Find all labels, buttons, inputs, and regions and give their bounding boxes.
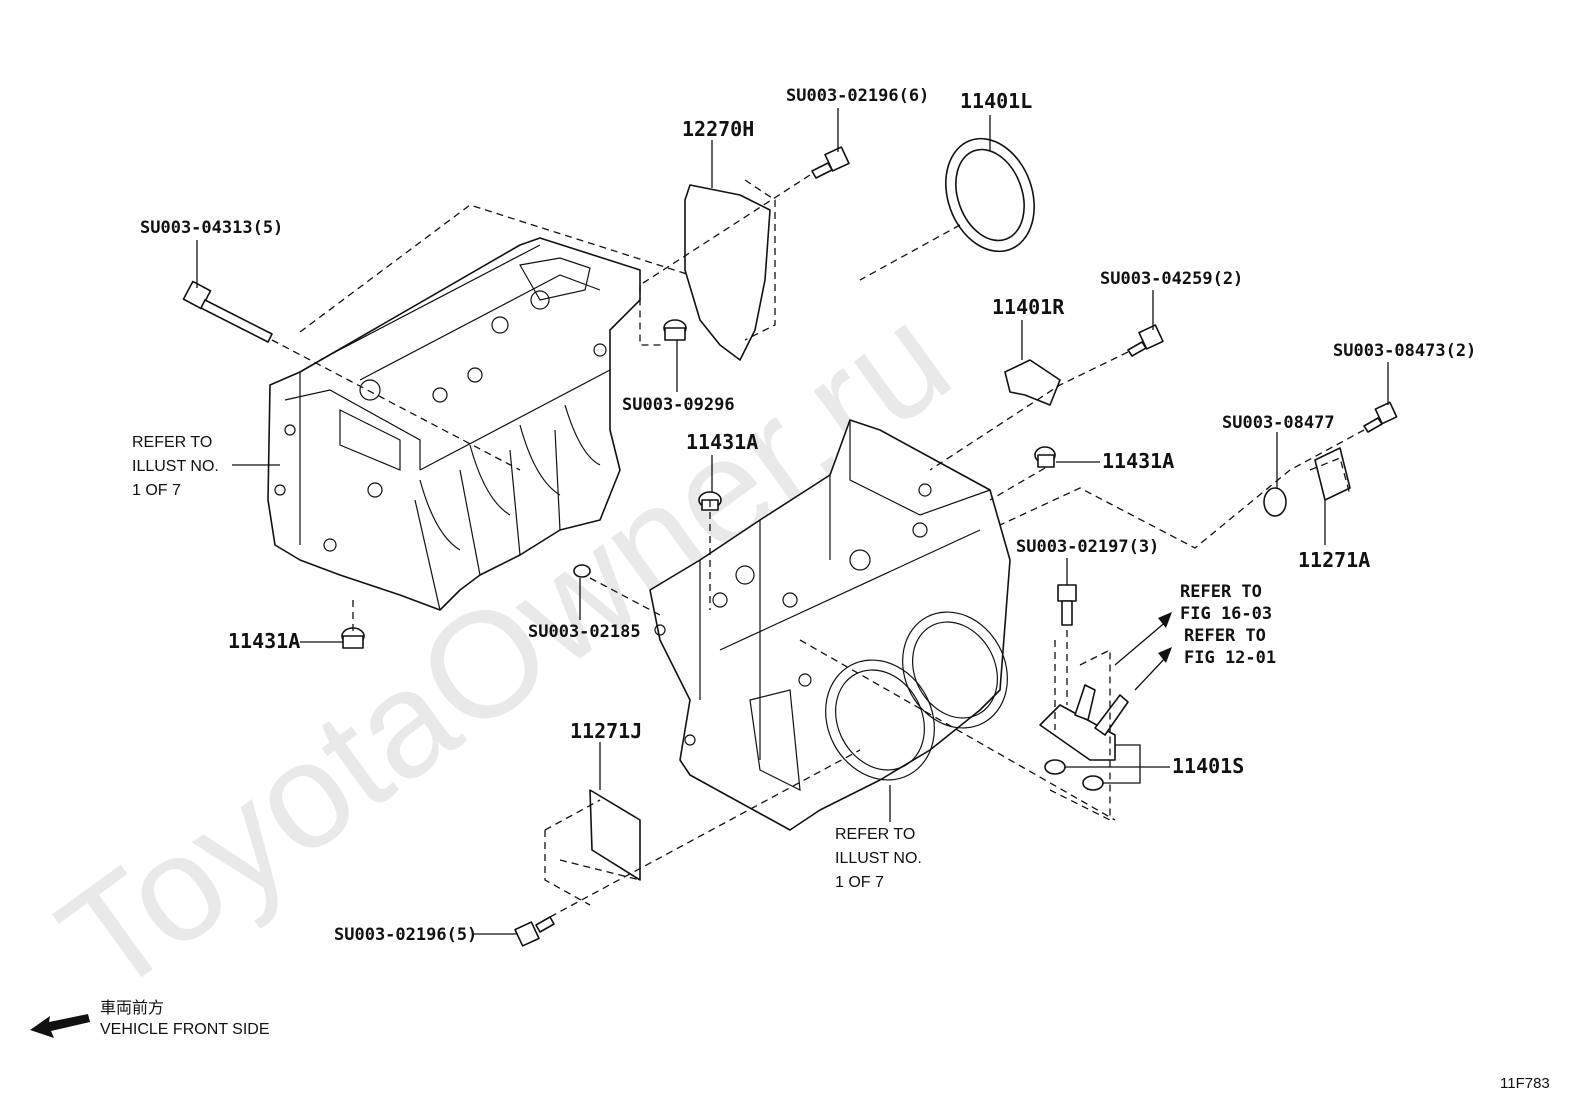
- plug-09296: [663, 319, 687, 341]
- arrow-icon: [1158, 647, 1172, 663]
- label-11401R: 11401R: [992, 295, 1065, 319]
- note-left-refer: REFER TO ILLUST NO. 1 OF 7: [132, 434, 219, 499]
- label-bolt-02197: SU003-02197(3): [1016, 537, 1159, 557]
- svg-text:ILLUST NO.: ILLUST NO.: [835, 850, 922, 867]
- label-11431A-left: 11431A: [228, 629, 300, 653]
- label-12270H: 12270H: [682, 117, 754, 141]
- oring-08477: [1263, 487, 1287, 517]
- bolt-04313: [182, 280, 273, 343]
- note-bottom-refer: REFER TO ILLUST NO. 1 OF 7: [835, 826, 922, 891]
- label-oring-08477: SU003-08477: [1222, 413, 1335, 433]
- bolt-02196-6: [811, 146, 850, 179]
- svg-text:ILLUST NO.: ILLUST NO.: [132, 458, 219, 475]
- cylinder-block-right-half: [649, 419, 1011, 831]
- label-11431A-right: 11431A: [1102, 449, 1174, 473]
- svg-text:REFER TO: REFER TO: [132, 434, 212, 451]
- svg-text:1 OF 7: 1 OF 7: [835, 874, 884, 891]
- note-fig-refs: REFER TO FIG 16-03 REFER TO FIG 12-01: [1180, 582, 1276, 668]
- pipe-11401S: [1039, 684, 1129, 791]
- label-11271A: 11271A: [1298, 548, 1370, 572]
- bolt-08473: [1363, 401, 1398, 433]
- direction-en: VEHICLE FRONT SIDE: [100, 1021, 270, 1038]
- svg-text:REFER TO: REFER TO: [1180, 582, 1262, 602]
- front-direction-arrow-icon: [30, 1014, 90, 1038]
- label-bolt-02196-6: SU003-02196(6): [786, 86, 929, 106]
- bolt-04259: [1127, 324, 1164, 357]
- direction-jp: 車両前方: [100, 999, 164, 1017]
- svg-text:REFER TO: REFER TO: [835, 826, 915, 843]
- front-direction-indicator: 車両前方 VEHICLE FRONT SIDE: [30, 999, 270, 1038]
- leader-lines: [196, 108, 1389, 935]
- label-plug-09296: SU003-09296: [622, 395, 735, 415]
- cover-plate-11271A: [1314, 447, 1351, 501]
- label-11431A-center: 11431A: [686, 430, 758, 454]
- label-11401L: 11401L: [960, 89, 1032, 113]
- cover-11271J: [589, 789, 641, 881]
- cylinder-block-left-half: [267, 237, 641, 611]
- svg-text:REFER TO: REFER TO: [1184, 626, 1266, 646]
- label-bolt-08473: SU003-08473(2): [1333, 341, 1476, 361]
- label-oring-02185: SU003-02185: [528, 622, 641, 642]
- bracket-11401R: [1004, 359, 1061, 406]
- svg-text:FIG 16-03: FIG 16-03: [1180, 604, 1272, 624]
- svg-text:1 OF 7: 1 OF 7: [132, 482, 181, 499]
- arrow-icon: [1158, 612, 1172, 628]
- svg-text:FIG 12-01: FIG 12-01: [1184, 648, 1276, 668]
- bolt-02196-5: [514, 916, 555, 947]
- label-bolt-04259: SU003-04259(2): [1100, 269, 1243, 289]
- assembly-lines: [271, 174, 1365, 918]
- cover-12270H: [684, 184, 771, 361]
- label-bolt-02196-5: SU003-02196(5): [334, 925, 477, 945]
- plug-11431A-left: [341, 627, 365, 649]
- figure-id: 11F783: [1500, 1075, 1550, 1092]
- seal-11401L: [945, 137, 1035, 253]
- plug-11431A-right: [1034, 446, 1056, 468]
- bolt-02197: [1057, 584, 1077, 626]
- oring-02185: [573, 564, 591, 578]
- label-11401S: 11401S: [1172, 754, 1244, 778]
- label-11271J: 11271J: [570, 719, 642, 743]
- label-bolt-04313: SU003-04313(5): [140, 218, 283, 238]
